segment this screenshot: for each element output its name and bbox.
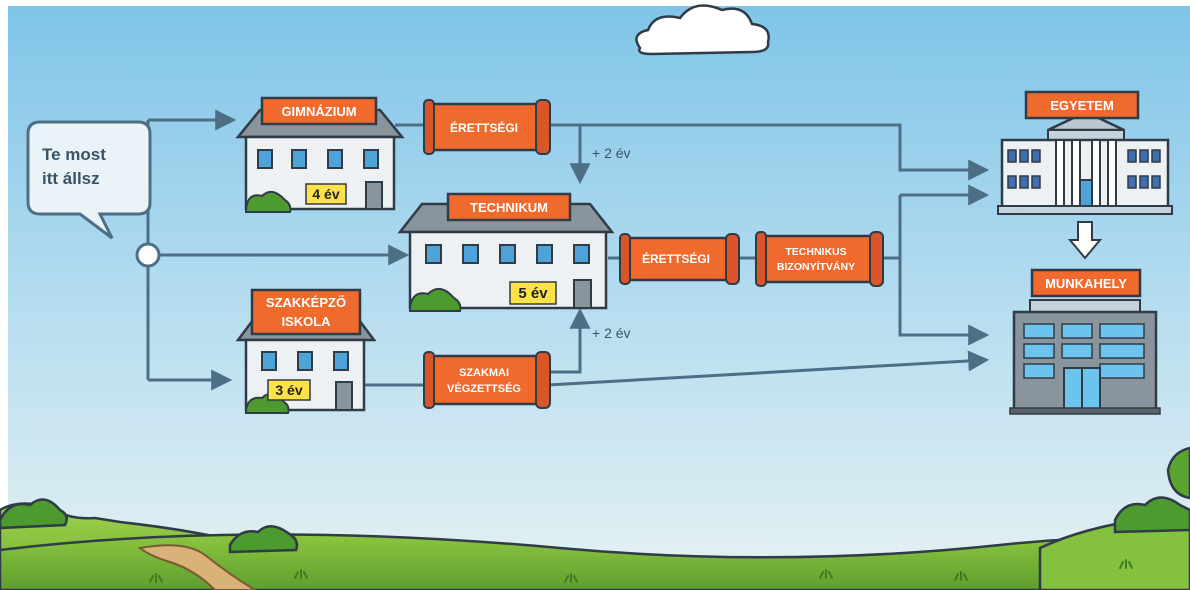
arrow-tech-munkahely [898,195,990,346]
start-node [135,242,161,268]
arrow-szakmai-munkahely [547,350,990,387]
arrow-down-icon [1067,221,1103,260]
erettsegi-mid-label: ÉRETTSÉGI [642,251,710,266]
arrow-transfer-up [548,307,591,374]
transfer-upper-label: + 2 év [592,145,631,161]
munkahely-label-box [1030,268,1142,298]
szakmai-label-line-2: VÉGZETTSÉG [447,382,521,395]
technikum-years: 5 év [518,285,548,302]
technikus-label-line-1: TECHNIKUS [785,246,846,258]
certificate-technikus: TECHNIKUS BIZONYÍTVÁNY [755,231,884,287]
certificate-erettsegi-top: ÉRETTSÉGI [423,99,551,155]
gimnazium-label: GIMNÁZIUM [281,104,356,119]
egyetem-label-box [1024,90,1140,120]
top-border [0,0,1190,6]
cloud [635,4,770,56]
certificate-erettsegi-mid: ÉRETTSÉGI [619,233,740,285]
arrow-erettsegi-egyetem [548,123,990,181]
munkahely-label: MUNKAHELY [1045,276,1127,291]
munkahely-building: MUNKAHELY [1009,268,1161,415]
speech-line-1: Te most [42,145,106,164]
szakkepzo-label-line-1: SZAKKÉPZŐ [266,295,346,310]
left-border [0,0,8,590]
szakkepzo-years: 3 év [275,382,302,398]
speech-line-2: itt állsz [42,169,100,188]
gimnazium-label-box [260,96,378,126]
szakkepzo-label-line-2: ISKOLA [281,314,331,329]
szakkepzo-building: 3 év SZAKKÉPZŐ ISKOLA [235,288,377,414]
technikum-label: TECHNIKUM [470,200,548,215]
technikum-label-box [446,192,572,222]
gimnazium-years: 4 év [312,186,339,202]
technikus-label-line-2: BIZONYÍTVÁNY [777,260,855,273]
technikum-building: 5 év TECHNIKUM [397,192,615,312]
technikum-years-badge [509,281,557,305]
gimnazium-years-badge [305,183,347,205]
transfer-lower-label: + 2 év [592,325,631,341]
szakkepzo-years-badge [267,379,311,401]
landscape [0,446,1190,590]
egyetem-label: EGYETEM [1050,98,1114,113]
speech-bubble: Te most itt állsz [26,120,152,240]
gimnazium-building: 4 év GIMNÁZIUM [235,96,405,213]
szakkepzo-label-box [250,288,362,336]
egyetem-building: EGYETEM [997,90,1173,215]
erettsegi-top-label: ÉRETTSÉGI [450,120,518,135]
certificate-szakmai: SZAKMAI VÉGZETTSÉG [423,351,551,409]
szakmai-label-line-1: SZAKMAI [459,367,509,379]
